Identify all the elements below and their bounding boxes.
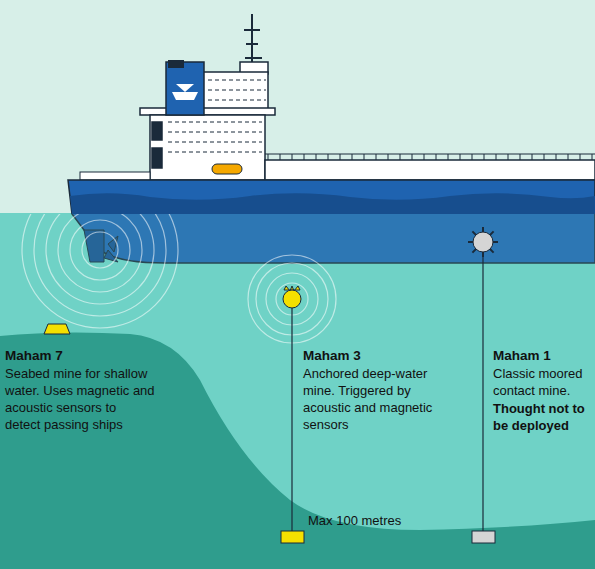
rail-post [568,154,569,160]
window-row [168,142,262,143]
rail-post [268,154,269,160]
mine-name: Maham 7 [5,347,155,364]
rail-post [364,154,365,160]
rail-post [388,154,389,160]
rail-post [544,154,545,160]
deck [80,160,595,180]
funnel [166,60,204,115]
rail-post [316,154,317,160]
rail-post [556,154,557,160]
deck-railing [265,154,595,160]
window-row [168,122,262,123]
window-row [208,80,266,81]
deployment-note: Thought not to be deployed [493,400,590,434]
window-row [168,132,262,133]
rail-post [412,154,413,160]
rail-post [304,154,305,160]
window-row [208,90,266,91]
seabed-mine [44,324,70,334]
rail-post [580,154,581,160]
rail-post [400,154,401,160]
acoustic-ring [70,220,130,280]
rail-post [448,154,449,160]
lifeboat [212,164,242,174]
rail-post [496,154,497,160]
water-tint [0,214,595,274]
mine-name: Maham 1 [493,347,590,364]
rail-post [436,154,437,160]
rail-post [280,154,281,160]
hull-wave-band [70,193,595,214]
rail-post [532,154,533,160]
rail-post [484,154,485,160]
acoustic-ring [46,214,154,304]
acoustic-ring [22,214,178,328]
mine-description: Anchored deep-water mine. Triggered by a… [303,365,453,433]
depth-note: Max 100 metres [308,512,448,529]
anchored-mine [281,286,304,543]
rail-post [472,154,473,160]
rail-post [520,154,521,160]
rail-post [292,154,293,160]
seabed [0,332,595,569]
superstructure [140,62,275,180]
acoustic-ring [34,214,166,316]
rail-post [352,154,353,160]
rail-post [328,154,329,160]
acoustic-rings [22,214,336,343]
mine-description: Seabed mine for shallow water. Uses magn… [5,365,155,433]
acoustic-ring [58,214,142,292]
rail-post [424,154,425,160]
rail-post [376,154,377,160]
rail-post [592,154,593,160]
rail [265,154,595,155]
window-row [208,100,266,101]
acoustic-ring [82,232,118,268]
mine-description: Classic moored contact mine. [493,365,590,399]
rail-post [340,154,341,160]
mine-name: Maham 3 [303,347,453,364]
sea [0,213,595,569]
rail-post [460,154,461,160]
window-row [168,152,262,153]
rail-post [508,154,509,160]
